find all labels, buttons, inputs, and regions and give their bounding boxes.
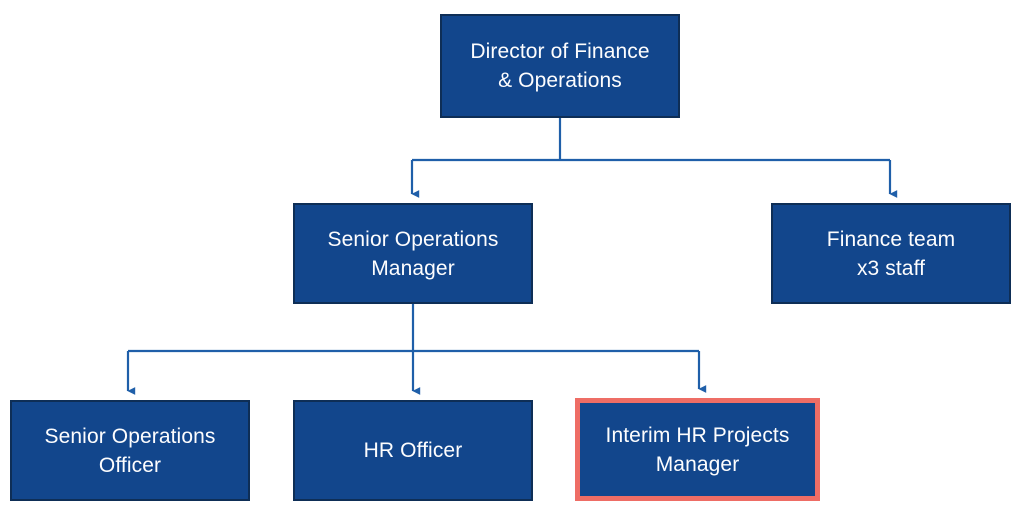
node-senior-operations-officer[interactable]: Senior Operations Officer [10, 400, 250, 501]
node-hr-officer[interactable]: HR Officer [293, 400, 533, 501]
node-label: Finance team x3 staff [826, 227, 956, 280]
node-finance-team[interactable]: Finance team x3 staff [771, 203, 1011, 304]
node-label: Interim HR Projects Manager [605, 423, 790, 476]
node-label: Senior Operations Officer [44, 424, 216, 477]
node-label: Director of Finance & Operations [470, 40, 650, 92]
node-label: HR Officer [363, 439, 463, 462]
node-label: Senior Operations Manager [327, 227, 499, 280]
node-interim-hr-projects-manager[interactable]: Interim HR Projects Manager [575, 398, 820, 501]
node-director-of-finance-and-operations[interactable]: Director of Finance & Operations [440, 14, 680, 118]
edge-senior-ops-mgr-to-level2 [126, 304, 707, 395]
node-senior-operations-manager[interactable]: Senior Operations Manager [293, 203, 533, 304]
edge-director-to-level1 [410, 118, 898, 198]
